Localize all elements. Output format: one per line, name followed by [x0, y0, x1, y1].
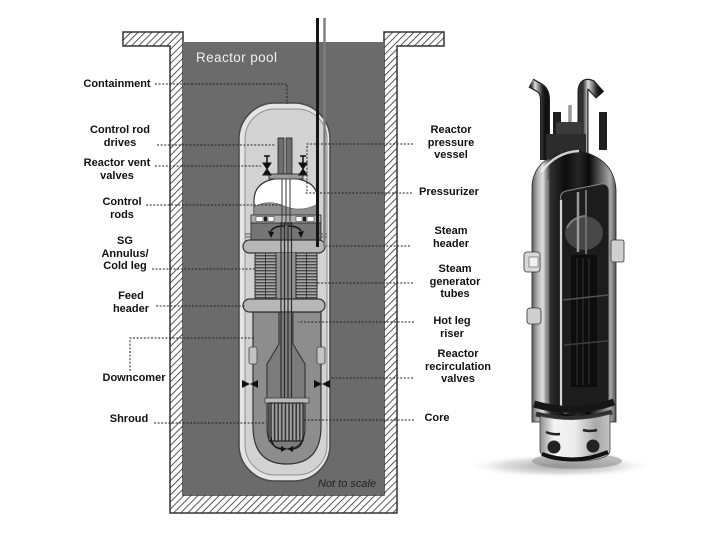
- render-ring: [535, 409, 613, 422]
- render-skirt: [539, 413, 611, 462]
- render-cutaway: [559, 183, 610, 414]
- core-fuel-block: [268, 402, 304, 442]
- label-control-rods: Control rods: [102, 196, 142, 221]
- core: [264, 397, 310, 442]
- reactor-3d-render: [465, 78, 655, 478]
- head-pipes: [528, 78, 607, 172]
- flow-arrow-icon: [287, 446, 293, 452]
- label-hot-leg-riser: Hot leg riser: [433, 315, 471, 340]
- label-pressurizer: Pressurizer: [419, 186, 479, 198]
- label-control-rod-drives: Control rod drives: [90, 124, 150, 149]
- leader-line: [155, 83, 288, 104]
- label-reactor-pressure-vessel: Reactor pressure vessel: [427, 124, 475, 161]
- flow-arrow-icon: [270, 225, 285, 232]
- label-sg-annulus-cold-leg: SG Annulus/ Cold leg: [101, 235, 149, 272]
- skirt-hole: [586, 439, 600, 453]
- label-containment: Containment: [83, 78, 151, 90]
- label-downcomer: Downcomer: [102, 372, 166, 384]
- reactor-pool-label: Reactor pool: [196, 50, 278, 65]
- flow-arrow-icon: [281, 446, 287, 452]
- leader-lines: [129, 83, 414, 424]
- flow-arrow-icon: [298, 231, 304, 238]
- label-core: Core: [424, 412, 450, 424]
- flow-arrow-icon: [287, 225, 302, 232]
- upper-core-plate: [264, 397, 310, 404]
- scale-note: Not to scale: [318, 478, 377, 490]
- vessel-lug-left: [248, 346, 258, 365]
- skirt-hole: [547, 440, 561, 454]
- leader-line: [129, 337, 255, 371]
- vessel-lug-right: [316, 346, 326, 365]
- label-feed-header: Feed header: [112, 290, 150, 315]
- render-lugs: [523, 239, 625, 325]
- flow-arrow-icon: [270, 436, 282, 450]
- label-shroud: Shroud: [109, 413, 149, 425]
- lower-flow-arrows: [270, 436, 304, 452]
- flow-arrow-icon: [292, 436, 304, 450]
- reactor-pressure-vessel-group: [242, 137, 330, 465]
- label-reactor-vent-valves: Reactor vent valves: [83, 157, 151, 182]
- leader-line: [306, 143, 413, 193]
- render-ring: [532, 398, 616, 413]
- steam-generator-tubes: [254, 252, 318, 300]
- crd-flange: [268, 173, 304, 180]
- label-reactor-recirculation-valves: Reactor recirculation valves: [424, 348, 492, 385]
- vent-valve-icon: [262, 155, 272, 176]
- recirc-valve-icon: [242, 380, 258, 388]
- label-steam-header: Steam header: [432, 225, 470, 250]
- flow-arrow-icon: [268, 231, 274, 238]
- vent-valve-icon: [298, 155, 308, 176]
- control-rod-drives: [268, 137, 304, 226]
- control-rods: [280, 222, 293, 402]
- dome-highlight: [540, 149, 580, 173]
- inner-core-barrel: [571, 255, 597, 387]
- refueling-mast-lines: [316, 18, 326, 247]
- riser-annulus: [276, 253, 296, 299]
- recirc-valve-icon: [314, 380, 330, 388]
- label-steam-generator-tubes: Steam generator tubes: [429, 263, 481, 300]
- inner-vessel-dome: [565, 216, 603, 250]
